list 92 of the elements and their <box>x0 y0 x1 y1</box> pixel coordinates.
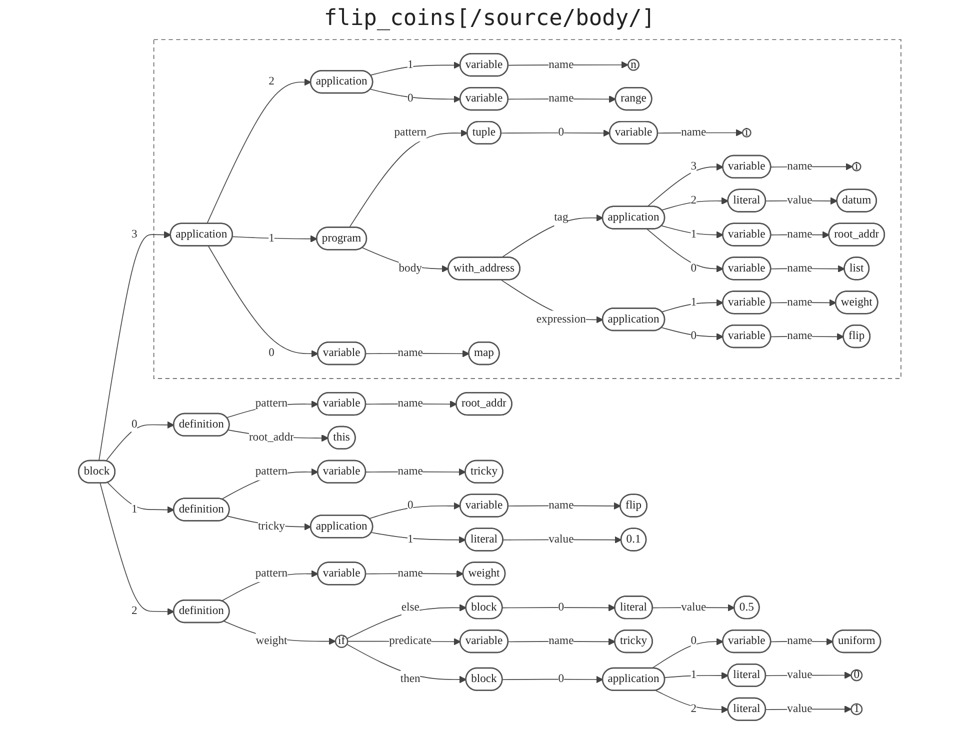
arrow <box>348 129 468 228</box>
arrow <box>646 163 724 208</box>
edge-label: name <box>786 296 812 309</box>
arrow <box>661 225 724 238</box>
edge-label: 0 <box>690 262 696 275</box>
arrow <box>661 197 728 211</box>
arrow <box>105 421 174 462</box>
edge-label: 0 <box>690 330 696 343</box>
arrow <box>500 129 610 137</box>
edge-label: 1 <box>268 232 274 245</box>
arrow <box>664 672 728 680</box>
edge-label: name <box>398 465 423 478</box>
edge-label: name <box>786 635 812 648</box>
edge-label: 2 <box>690 194 696 207</box>
edge-label: tag <box>554 211 568 224</box>
arrow <box>370 62 460 76</box>
arrow <box>208 246 318 358</box>
edge-label: 1 <box>407 533 413 546</box>
arrow <box>368 502 460 520</box>
edge-label: name <box>398 398 423 410</box>
node-circle: 0 <box>850 669 862 682</box>
edge-label: 2 <box>690 702 696 716</box>
edge-label: pattern <box>255 465 288 478</box>
arrow <box>106 482 174 514</box>
edge-label: name <box>398 567 423 580</box>
edge-label: 1 <box>690 228 696 241</box>
node-circle: if <box>334 634 348 648</box>
edge-label: root_addr <box>248 432 294 444</box>
arrow <box>206 78 311 224</box>
arrow <box>650 638 724 669</box>
node-circle: n <box>627 58 640 71</box>
arrow <box>661 327 724 340</box>
arrow <box>370 88 460 103</box>
edge-label: value <box>680 601 706 614</box>
edge-label: expression <box>536 313 586 326</box>
edge-label: pattern <box>255 398 288 410</box>
arrow <box>370 532 466 544</box>
edge-label: body <box>398 262 422 275</box>
edge-label: 0 <box>558 126 564 139</box>
edge-label: value <box>786 194 812 207</box>
edge-label: 0 <box>407 499 413 512</box>
edge-label: else <box>401 601 420 614</box>
arrow <box>500 214 603 258</box>
node-circle: i <box>852 162 862 172</box>
arrow <box>661 299 724 312</box>
edge-label: weight <box>255 635 287 648</box>
arrow <box>655 690 728 714</box>
edge-label: name <box>548 92 574 106</box>
edge-label: 0 <box>690 635 696 648</box>
edge-label: value <box>786 669 812 682</box>
edge-label: name <box>398 347 423 360</box>
edge-label: pattern <box>394 126 426 139</box>
edge-label: 1 <box>407 58 413 72</box>
edge-label: name <box>786 330 812 343</box>
edge-label: 1 <box>690 296 696 309</box>
edge-label: 1 <box>131 503 137 516</box>
edge-label: 0 <box>558 601 564 614</box>
arrow <box>346 604 466 640</box>
arrow <box>99 482 174 616</box>
arrow <box>502 604 616 612</box>
edge-label: name <box>680 126 706 139</box>
arrow <box>646 228 724 272</box>
edge-label: value <box>548 533 574 546</box>
edge-label: name <box>786 160 812 173</box>
arrow <box>362 247 449 272</box>
edge-label: then <box>400 672 420 686</box>
edge-label: name <box>786 228 812 241</box>
edge-label: name <box>548 635 574 648</box>
arrow <box>346 644 466 684</box>
cluster <box>153 39 902 379</box>
edge-label: 2 <box>131 605 137 618</box>
edge-label: 0 <box>407 92 413 106</box>
diagram-title: flip_coins[/source/body/] <box>322 6 656 31</box>
arrow <box>232 235 318 242</box>
node-circle: 1 <box>850 703 862 716</box>
edge-label: 0 <box>558 672 564 686</box>
edge-label: 0 <box>131 418 137 431</box>
node-circle: i <box>742 128 752 138</box>
edge-label: name <box>786 262 812 275</box>
edge-label: 2 <box>268 76 274 88</box>
edge-label: value <box>786 702 812 716</box>
edge-label: pattern <box>255 567 288 580</box>
arrow <box>98 231 171 462</box>
edge-label: name <box>548 499 574 512</box>
edge-label: 3 <box>690 160 696 173</box>
edge-label: name <box>548 58 574 72</box>
arrow <box>502 676 603 684</box>
edge-label: predicate <box>388 635 432 648</box>
edge-label: 1 <box>690 669 696 682</box>
edge-label: 3 <box>131 228 137 241</box>
edge-label: tricky <box>258 520 285 533</box>
edge-label: 0 <box>268 347 274 360</box>
